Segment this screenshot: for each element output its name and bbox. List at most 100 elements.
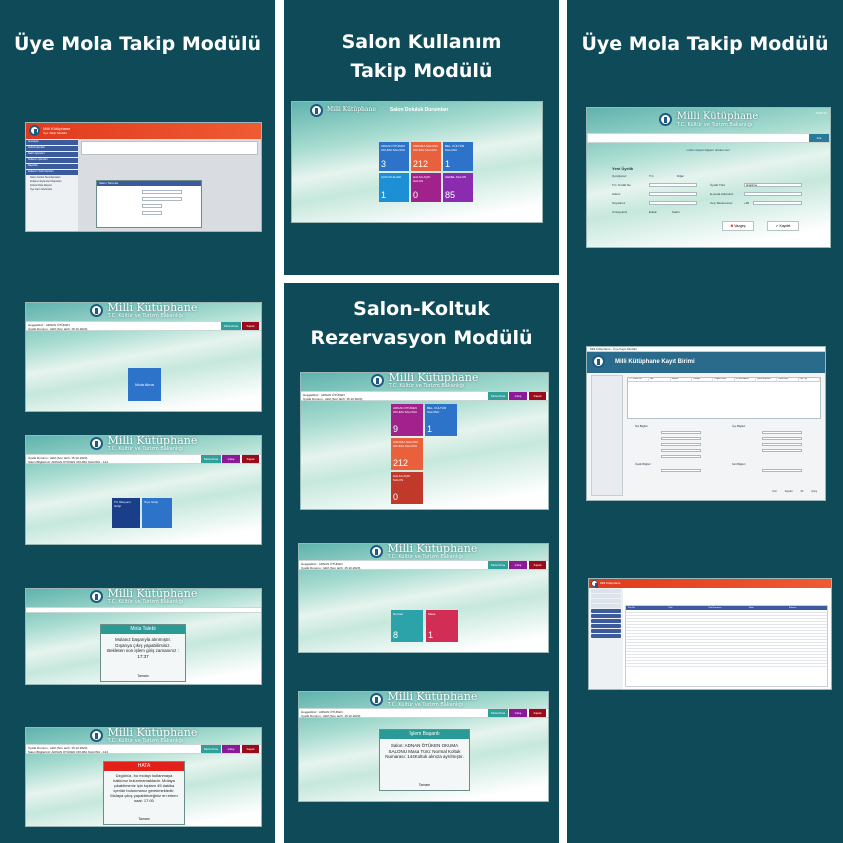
close-top-button[interactable]: Kapat bbox=[242, 455, 259, 463]
mola-dialog-ok-button[interactable]: Tamam bbox=[137, 673, 149, 678]
kayit-field[interactable] bbox=[661, 455, 701, 458]
kayit-field[interactable] bbox=[661, 469, 701, 472]
close-top-button[interactable]: Kapat bbox=[242, 322, 259, 330]
report-table-row[interactable] bbox=[626, 640, 827, 643]
kayit-field[interactable] bbox=[661, 443, 701, 446]
close-top-button[interactable]: Kapat bbox=[529, 392, 546, 400]
kayit-column-header[interactable]: Doğum Tarihi bbox=[713, 378, 735, 382]
report-column-header[interactable]: Salon bbox=[748, 607, 754, 609]
report-menu-item[interactable] bbox=[591, 609, 621, 613]
report-menu-item[interactable] bbox=[591, 629, 621, 633]
admin-menu-item[interactable]: Koltuk Işlemleri bbox=[26, 146, 78, 151]
mola-top-button[interactable]: Mola Alma bbox=[488, 392, 508, 400]
admin-menu-item[interactable]: Kullanıcı Işlemleri bbox=[26, 158, 78, 163]
kayit-column-header[interactable]: Cinsiyet bbox=[691, 378, 714, 382]
admin-submenu-item[interactable]: Salon Koltuk Tanımlamaları bbox=[30, 176, 61, 179]
error-dialog-ok-button[interactable]: Tamam bbox=[138, 816, 150, 821]
tc-okuyucu-tile[interactable]: TC Okuyucu Girişi bbox=[112, 498, 140, 528]
kayit-column-header[interactable]: Üyelik Bitiş bbox=[777, 378, 799, 382]
kayit-new-button[interactable]: Yeni bbox=[771, 490, 777, 493]
report-table-row[interactable] bbox=[626, 616, 827, 619]
mola-top-button[interactable]: Mola Alma bbox=[488, 561, 508, 569]
kayit-field[interactable] bbox=[762, 449, 802, 452]
exit-top-button[interactable]: Çıkış bbox=[222, 745, 240, 753]
kayit-exit-button[interactable]: Çıkış bbox=[811, 490, 817, 493]
mola-top-button[interactable]: Mola Alma bbox=[201, 745, 221, 753]
kayit-delete-button[interactable]: Sil bbox=[800, 490, 804, 493]
kayit-field[interactable] bbox=[661, 437, 701, 440]
report-menu-item[interactable] bbox=[591, 599, 621, 603]
kayit-column-header[interactable]: T.C. Kimlik No bbox=[628, 378, 650, 382]
admin-menu-item[interactable]: Kullanıcı Yetki Islemleri bbox=[26, 170, 78, 175]
kayit-save-button[interactable]: Kaydet bbox=[784, 490, 793, 493]
uyelik-turu-select[interactable]: Araştırma bbox=[744, 183, 802, 187]
close-top-button[interactable]: Kapat bbox=[529, 561, 546, 569]
close-top-button[interactable]: Kapat bbox=[242, 745, 259, 753]
close-top-button[interactable]: Kapat bbox=[529, 709, 546, 717]
report-table-row[interactable] bbox=[626, 622, 827, 625]
report-table-row[interactable] bbox=[626, 625, 827, 628]
admin-dialog-field[interactable] bbox=[142, 197, 182, 201]
kayit-column-header[interactable]: Soyadı bbox=[670, 378, 692, 382]
admin-submenu-item[interactable]: Kullanıcı Eylemleri Raporları bbox=[30, 180, 62, 183]
report-table-row[interactable] bbox=[626, 655, 827, 658]
report-column-header[interactable]: Kart Numarası bbox=[708, 607, 722, 609]
report-table-row[interactable] bbox=[626, 628, 827, 631]
adiniz-field[interactable] bbox=[649, 192, 697, 196]
kayit-column-header[interactable]: Üyelik Başlama bbox=[755, 378, 778, 382]
report-menu-item[interactable] bbox=[591, 614, 621, 618]
report-column-header[interactable]: Tarih bbox=[668, 607, 673, 609]
exit-top-button[interactable]: Çıkış bbox=[509, 561, 527, 569]
report-column-header[interactable]: Sıra No bbox=[628, 607, 635, 609]
exit-top-button[interactable]: Çıkış bbox=[509, 709, 527, 717]
report-menu-item[interactable] bbox=[591, 634, 621, 638]
kayit-field[interactable] bbox=[661, 431, 701, 434]
kayit-field[interactable] bbox=[661, 449, 701, 452]
admin-menu-item[interactable]: Salon Işlemleri bbox=[26, 152, 78, 157]
report-table-row[interactable] bbox=[626, 652, 827, 655]
admin-dialog-field[interactable] bbox=[142, 211, 162, 215]
option-diger[interactable]: Diğer bbox=[677, 174, 685, 178]
option-kadin[interactable]: Kadın bbox=[672, 210, 680, 214]
admin-menu-item[interactable]: Raporlar bbox=[26, 164, 78, 169]
exit-top-button[interactable]: Çıkış bbox=[509, 392, 527, 400]
kayit-field[interactable] bbox=[762, 443, 802, 446]
kayit-column-header[interactable]: Üye Tipi bbox=[798, 378, 820, 382]
cep-field[interactable] bbox=[753, 201, 802, 205]
report-table-row[interactable] bbox=[626, 634, 827, 637]
kayit-column-header[interactable]: Adı bbox=[649, 378, 671, 382]
save-button[interactable]: ✔ Kaydet bbox=[767, 221, 799, 231]
report-table-row[interactable] bbox=[626, 649, 827, 652]
tcye-giris-tile[interactable]: Tcye Girişi bbox=[142, 498, 172, 528]
mola-top-button[interactable]: Mola Alma bbox=[488, 709, 508, 717]
exit-top-button[interactable]: Çıkış bbox=[222, 455, 240, 463]
report-table-row[interactable] bbox=[626, 646, 827, 649]
report-table-row[interactable] bbox=[626, 664, 827, 667]
report-menu-item[interactable] bbox=[591, 589, 621, 593]
admin-submenu-item[interactable]: Koltuk Mola Raporu bbox=[30, 184, 52, 187]
search-button[interactable]: Ara bbox=[809, 134, 829, 142]
report-table-row[interactable] bbox=[626, 610, 827, 613]
report-table-row[interactable] bbox=[626, 613, 827, 616]
admin-dialog-field[interactable] bbox=[142, 204, 162, 208]
option-erkek[interactable]: Erkek bbox=[649, 210, 657, 214]
report-column-header[interactable]: Kullanıcı bbox=[788, 607, 797, 609]
success-dialog-ok-button[interactable]: Tamam bbox=[418, 782, 431, 787]
mola-alma-button[interactable]: Mola Alma bbox=[128, 368, 161, 401]
report-table-row[interactable] bbox=[626, 631, 827, 634]
report-menu-item[interactable] bbox=[591, 594, 621, 598]
kayit-field[interactable] bbox=[762, 431, 802, 434]
tc-kimlik-field[interactable] bbox=[649, 183, 697, 187]
report-menu-item[interactable] bbox=[591, 624, 621, 628]
kayit-field[interactable] bbox=[762, 437, 802, 440]
